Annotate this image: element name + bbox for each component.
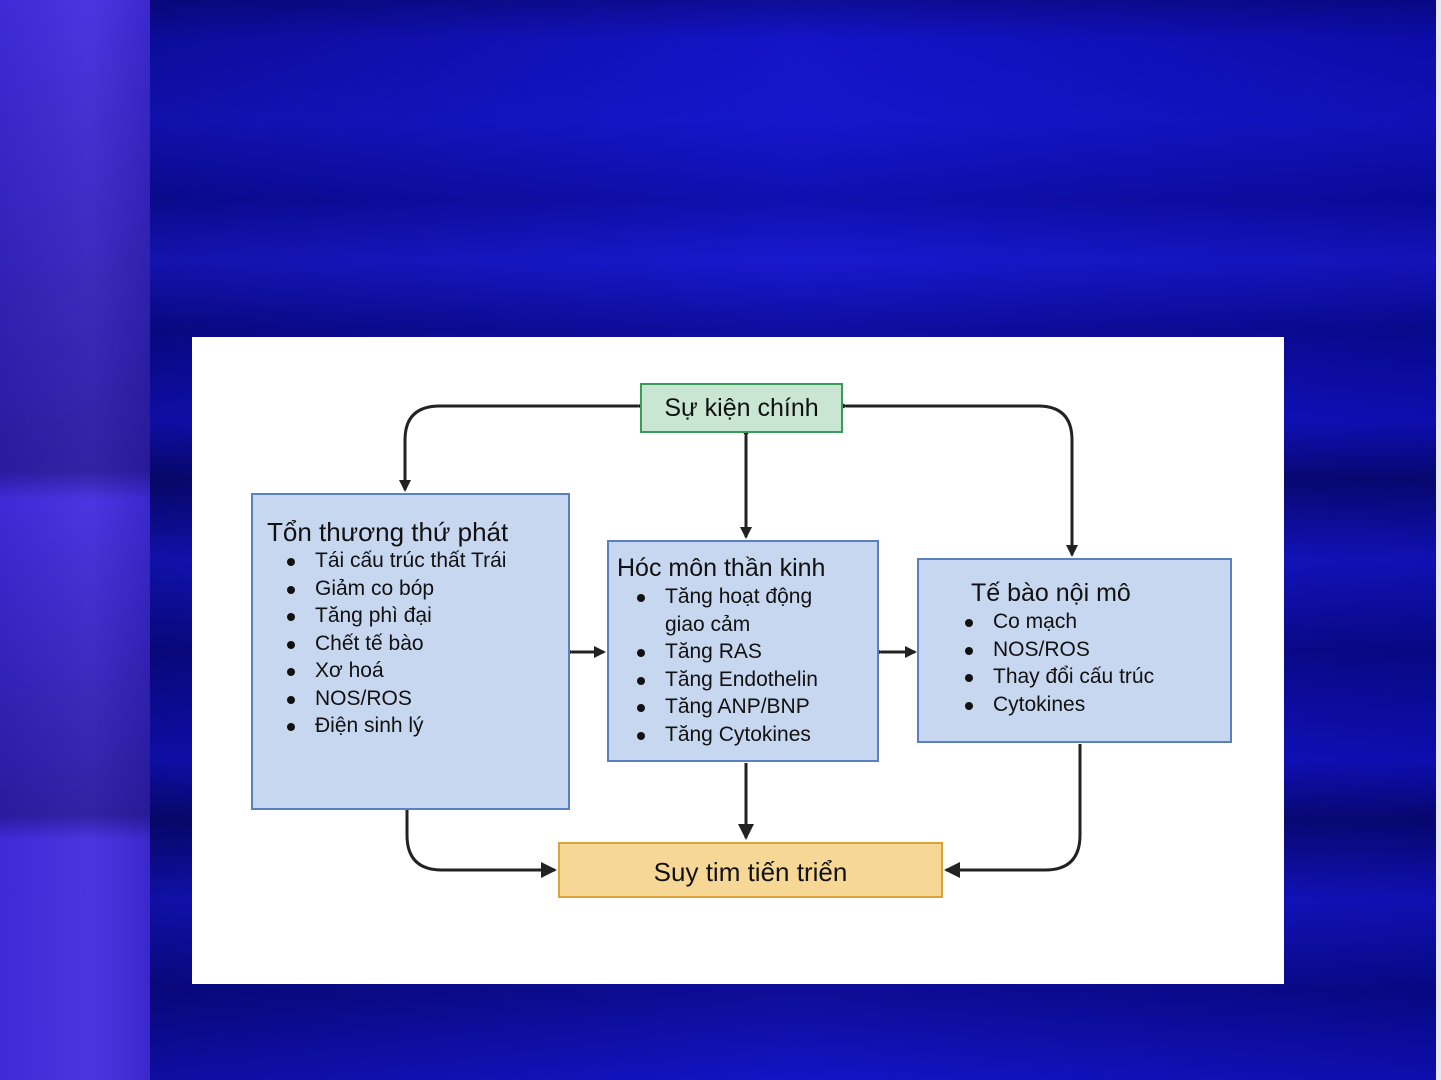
list-item: Chết tế bào <box>267 630 518 658</box>
list-item: Tăng Endothelin <box>617 666 871 694</box>
endothelial-cells-title: Tế bào nội mô <box>945 578 1224 608</box>
list-item: Tăng Cytokines <box>617 721 871 749</box>
list-item: Tăng RAS <box>617 638 871 666</box>
list-item: Giảm co bóp <box>267 575 518 603</box>
arrow-main-left-loop <box>405 406 638 490</box>
endothelial-cells-box: Tế bào nội mô Co mạch NOS/ROS Thay đổi c… <box>917 558 1232 743</box>
list-item: Điện sinh lý <box>267 712 518 740</box>
outcome-box: Suy tim tiến triển <box>558 842 943 898</box>
main-event-label: Sự kiện chính <box>664 394 818 422</box>
list-item: NOS/ROS <box>267 685 518 713</box>
neurohormones-title: Hóc môn thần kinh <box>617 553 871 583</box>
arrow-main-right-loop <box>846 406 1072 555</box>
secondary-injury-list: Tái cấu trúc thất Trái Giảm co bóp Tăng … <box>267 547 518 740</box>
neurohormones-list: Tăng hoạt động giao cảm Tăng RAS Tăng En… <box>617 583 871 748</box>
main-event-box: Sự kiện chính <box>640 383 843 433</box>
arrow-left-outcome <box>407 810 555 870</box>
secondary-injury-title: Tổn thương thứ phát <box>267 517 558 547</box>
list-item: Xơ hoá <box>267 657 518 685</box>
list-item: Thay đổi cấu trúc <box>945 663 1224 691</box>
list-item: Cytokines <box>945 691 1224 719</box>
list-item: Co mạch <box>945 608 1224 636</box>
arrow-right-outcome <box>946 744 1080 870</box>
endothelial-cells-list: Co mạch NOS/ROS Thay đổi cấu trúc Cytoki… <box>945 608 1224 718</box>
list-item: Tăng hoạt động giao cảm <box>617 583 871 638</box>
neurohormones-box: Hóc môn thần kinh Tăng hoạt động giao cả… <box>607 540 879 762</box>
list-item: NOS/ROS <box>945 636 1224 664</box>
secondary-injury-box: Tổn thương thứ phát Tái cấu trúc thất Tr… <box>251 493 570 810</box>
list-item: Tái cấu trúc thất Trái <box>267 547 518 575</box>
outcome-label: Suy tim tiến triển <box>654 857 848 887</box>
list-item: Tăng ANP/BNP <box>617 693 871 721</box>
list-item: Tăng phì đại <box>267 602 518 630</box>
